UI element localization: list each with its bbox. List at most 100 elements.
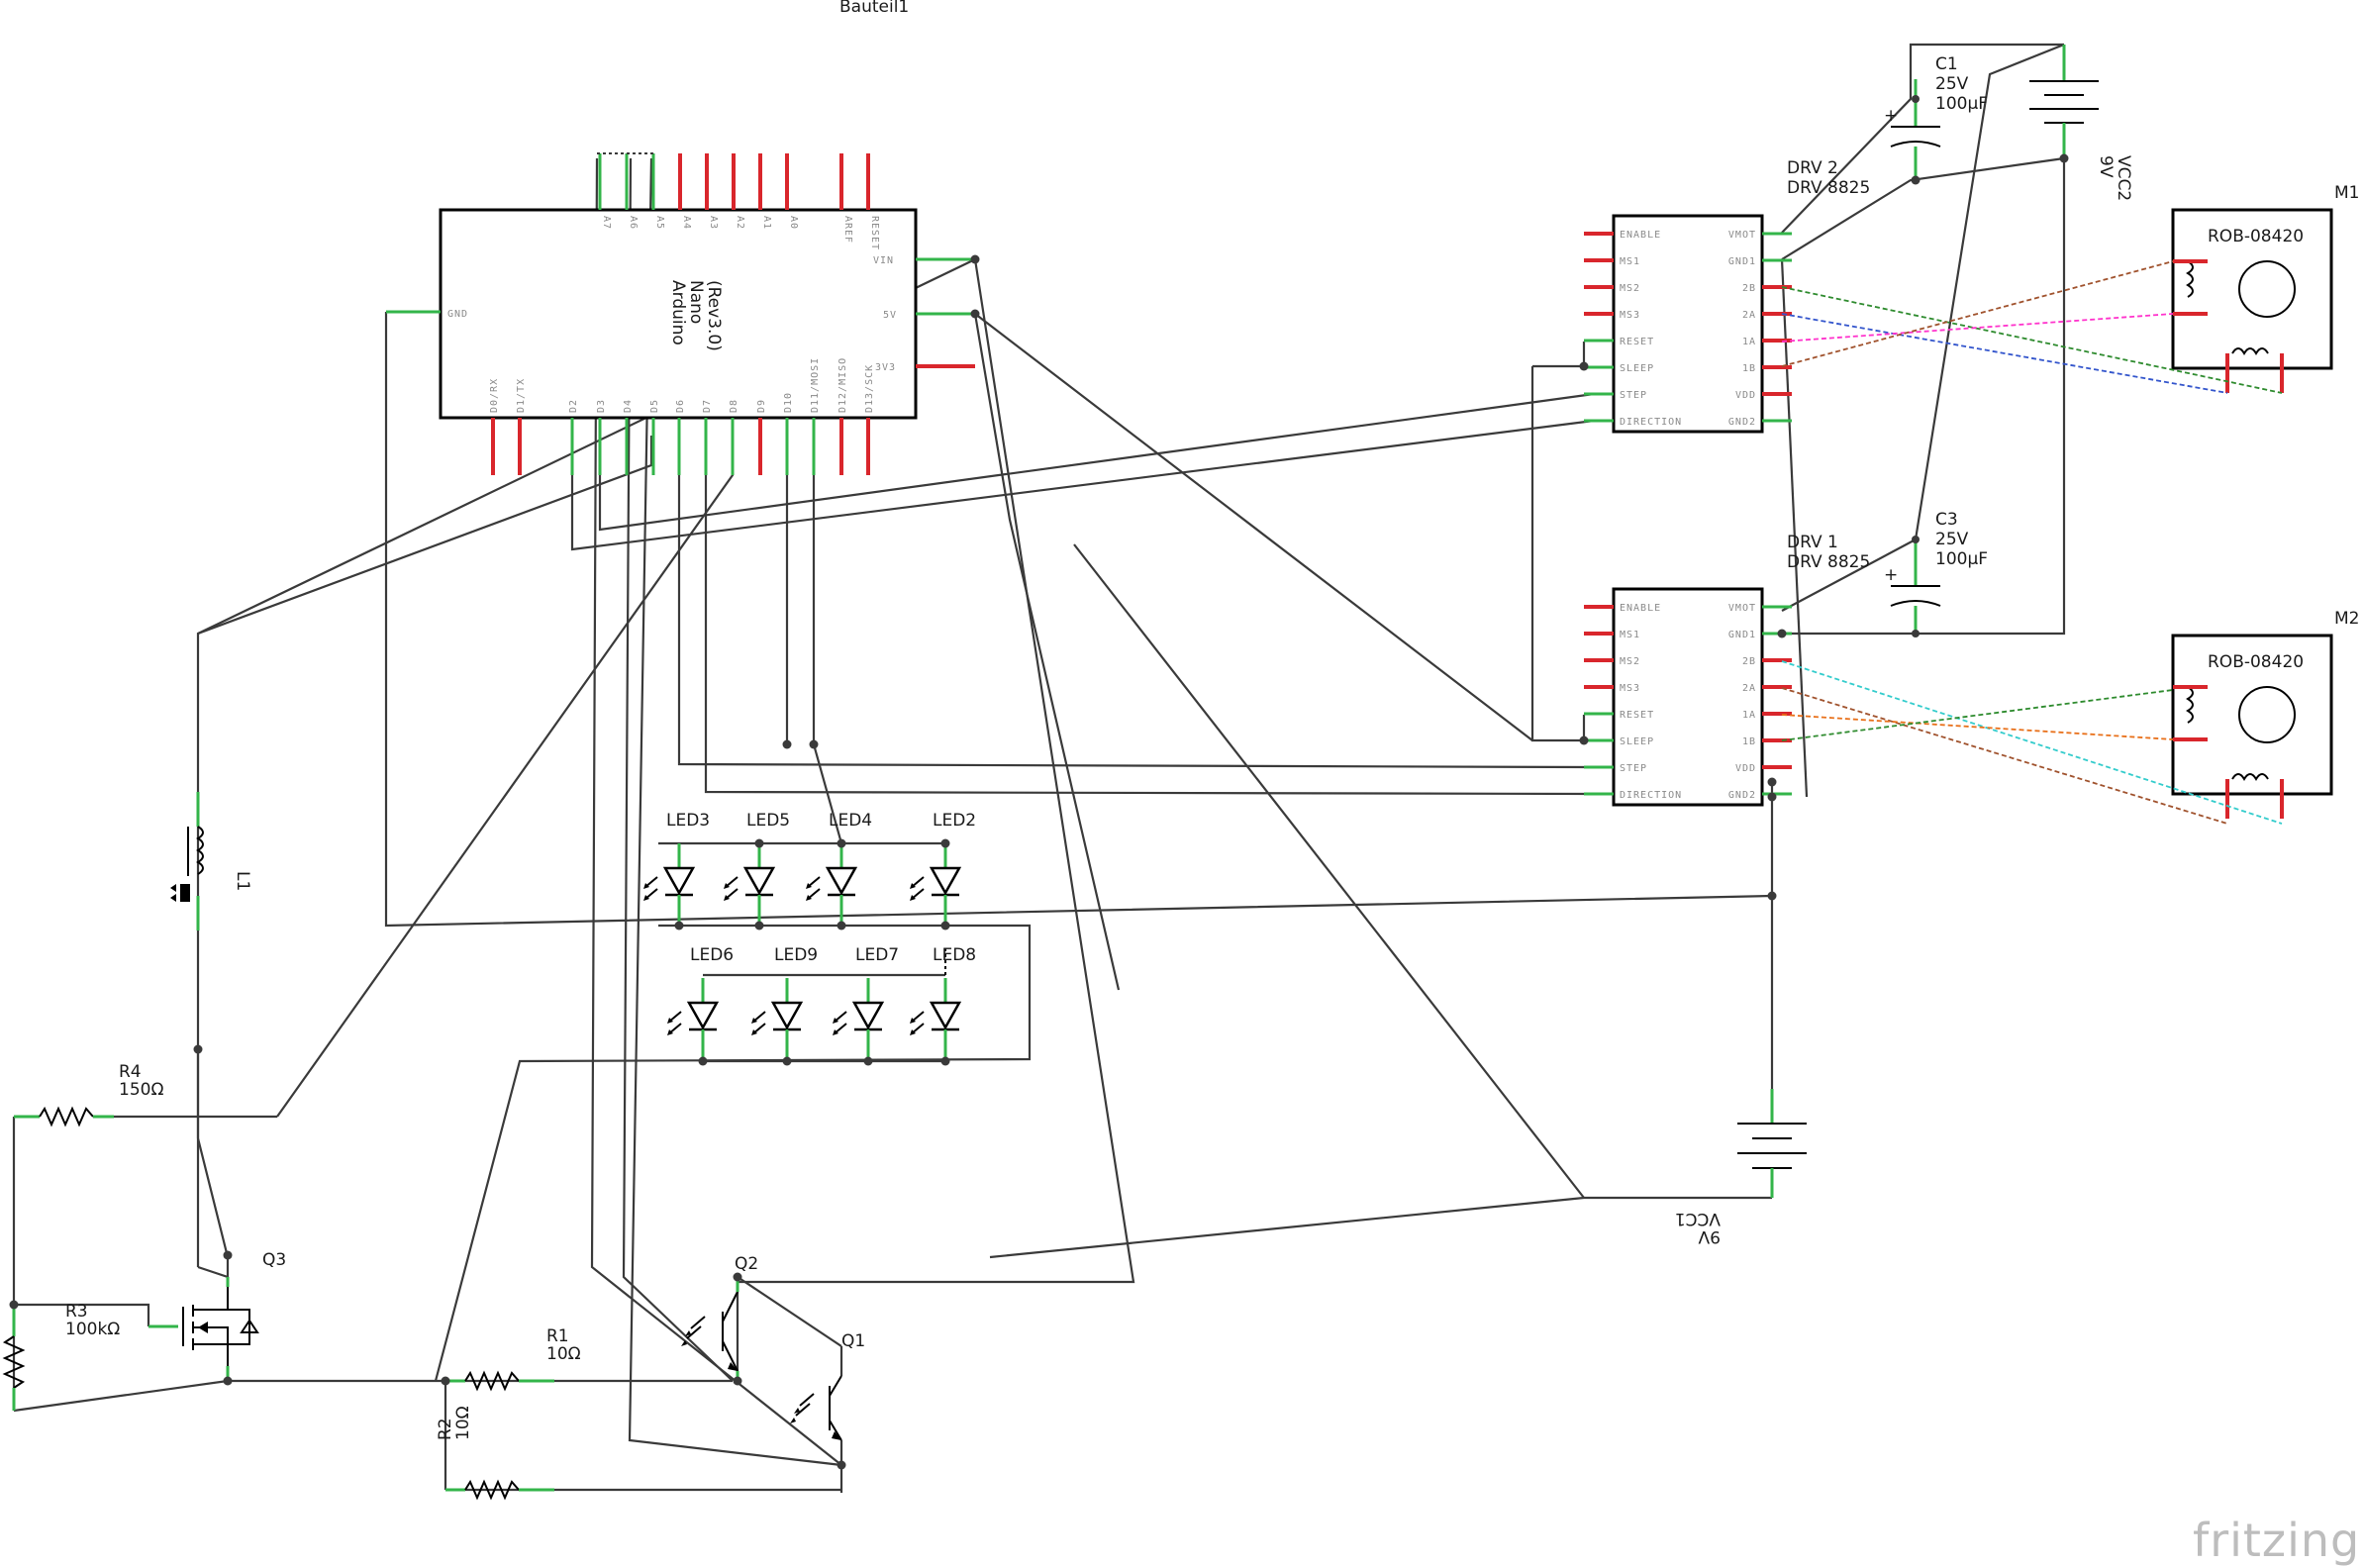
capacitor-c3: + — [1884, 536, 1941, 637]
resistor-r3 — [2, 1305, 26, 1411]
drv2-pin-label: 2B — [1742, 283, 1756, 294]
drv1-pin-label: MS1 — [1620, 630, 1640, 640]
resistor-r2 — [445, 1479, 554, 1501]
q2-ref: Q2 — [735, 1254, 758, 1274]
led-led6: LED6 — [667, 945, 734, 1060]
arduino-pin-label: D4 — [623, 399, 634, 413]
arduino-pin-label: A4 — [681, 216, 692, 230]
transistor-q3 — [148, 1277, 259, 1381]
r1-value: 10Ω — [546, 1344, 581, 1364]
drv1-pin-label: 1B — [1742, 736, 1756, 747]
q3-ref: Q3 — [262, 1250, 286, 1270]
drv2-pin-label: SLEEP — [1620, 363, 1654, 374]
motor-wires — [1781, 260, 2283, 825]
capacitor-c1: + — [1884, 79, 1941, 184]
arduino-pin-label: D10 — [783, 392, 794, 413]
arduino-pin-label: A6 — [628, 216, 639, 230]
drv2-pin-label: VDD — [1735, 390, 1756, 401]
arduino-name-line1: Arduino — [668, 280, 688, 345]
motor-m1 — [2171, 208, 2333, 393]
diagram-title: Bauteil1 — [839, 0, 909, 17]
drv1-pin-label: 2B — [1742, 656, 1756, 667]
arduino-name-line3: (Rev3.0) — [704, 280, 724, 351]
r4-value: 150Ω — [119, 1080, 163, 1100]
svg-text:+: + — [1884, 565, 1898, 585]
arduino-5v-pin-label: 5V — [883, 310, 897, 321]
drv2-pin-label: 1A — [1742, 337, 1756, 347]
arduino-pin-label: D8 — [729, 399, 739, 413]
vcc2-voltage: 9V — [2096, 155, 2116, 178]
vcc1-voltage: 9V — [1698, 1226, 1721, 1246]
arduino-pin-label: A3 — [708, 216, 719, 230]
drv2-pin-label: 2A — [1742, 310, 1756, 321]
led-led3: LED3 — [643, 811, 710, 926]
c3-ref: C3 — [1935, 510, 1958, 530]
arduino-pin-label: D2 — [568, 399, 579, 413]
drv2-part: DRV 8825 — [1787, 178, 1870, 198]
arduino-3v3-pin-label: 3V3 — [875, 362, 896, 373]
r2-ref: R2 — [436, 1418, 455, 1440]
c1-value: 100µF — [1935, 94, 1988, 114]
c3-value: 100µF — [1935, 549, 1988, 569]
drv2-pin-label: MS1 — [1620, 256, 1640, 267]
c1-voltage: 25V — [1935, 74, 1969, 94]
r3-value: 100kΩ — [65, 1320, 120, 1339]
c3-voltage: 25V — [1935, 530, 1969, 549]
drv2-pin-label: GND2 — [1728, 417, 1756, 428]
arduino-pin-label: A5 — [654, 216, 665, 230]
arduino-pin-label: D12/MISO — [837, 357, 848, 413]
drv1-ref: DRV 1 — [1787, 533, 1838, 552]
arduino-pin-label: D13/SCK — [864, 364, 875, 413]
arduino-pin-label: D1/TX — [516, 378, 527, 413]
drv2-pin-label: MS3 — [1620, 310, 1640, 321]
drv2-pin-label: DIRECTION — [1620, 417, 1682, 428]
arduino-pin-label: RESET — [869, 216, 880, 250]
drv1-pin-label: STEP — [1620, 763, 1647, 774]
drv1-pin-label: 2A — [1742, 683, 1756, 694]
arduino-pin-label: D5 — [649, 399, 660, 413]
drv2-ref: DRV 2 — [1787, 158, 1838, 178]
drv1-pin-label: RESET — [1620, 710, 1654, 721]
r3-ref: R3 — [65, 1302, 88, 1322]
arduino-vin-pin-label: VIN — [873, 255, 894, 266]
arduino-pin-label: AREF — [842, 216, 853, 244]
vcc1-ref: VCC1 — [1675, 1209, 1721, 1228]
battery-vcc2 — [2029, 45, 2099, 158]
led-label: LED9 — [774, 945, 818, 965]
led-led5: LED5 — [724, 811, 790, 926]
drv1-pin-label: VMOT — [1728, 603, 1756, 614]
drv2-pin-label: GND1 — [1728, 256, 1756, 267]
drv2-pin-label: 1B — [1742, 363, 1756, 374]
drv1-pin-label: MS2 — [1620, 656, 1640, 667]
resistor-r4 — [14, 1106, 114, 1127]
drv1-part: DRV 8825 — [1787, 552, 1870, 572]
arduino-pin-label: A1 — [761, 216, 772, 230]
drv1-pin-label: ENABLE — [1620, 603, 1661, 614]
m1-ref: M1 — [2334, 183, 2359, 203]
arduino-name-line2: Nano — [686, 280, 706, 324]
m2-part: ROB-08420 — [2208, 652, 2304, 672]
drv1-pin-label: SLEEP — [1620, 736, 1654, 747]
drv2-pin-label: RESET — [1620, 337, 1654, 347]
transistor-q1 — [790, 1375, 842, 1441]
r4-ref: R4 — [119, 1062, 142, 1082]
l1-ref: L1 — [233, 871, 252, 891]
m1-part: ROB-08420 — [2208, 227, 2304, 246]
drv1-pin-label: GND1 — [1728, 630, 1756, 640]
r1-ref: R1 — [546, 1326, 569, 1346]
led-led2: LED2 — [910, 811, 976, 926]
led-led8: LED8 — [910, 945, 976, 1060]
led-led9: LED9 — [751, 945, 818, 1060]
r2-value: 10Ω — [453, 1406, 473, 1440]
led-label: LED5 — [746, 811, 790, 831]
led-led7: LED7 — [833, 945, 899, 1060]
drv1-pin-label: 1A — [1742, 710, 1756, 721]
arduino-gnd-pin-label: GND — [447, 309, 468, 320]
drv2-pin-label: MS2 — [1620, 283, 1640, 294]
junction-dots — [9, 153, 2069, 1470]
drv1-pin-label: DIRECTION — [1620, 790, 1682, 801]
led-led4: LED4 — [806, 811, 872, 926]
led-label: LED7 — [855, 945, 899, 965]
